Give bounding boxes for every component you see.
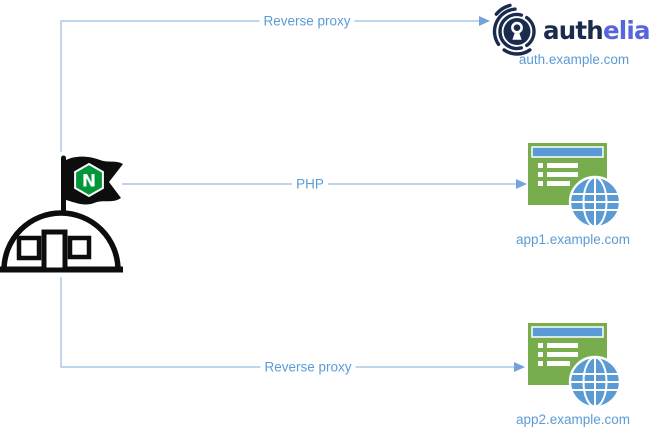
nginx-hexagon (74, 162, 104, 198)
nginx-node: N (0, 155, 130, 282)
authelia-lock-icon (492, 3, 536, 56)
app2-node (527, 321, 622, 414)
keyhole-base (512, 32, 522, 40)
app1-node (527, 141, 622, 234)
authelia-wordmark-auth: auth (543, 16, 604, 45)
authelia-wordmark: authelia (543, 15, 650, 46)
authelia-wordmark-elia: elia (602, 16, 651, 45)
app2-domain-label: app2.example.com (515, 412, 631, 427)
edge-label-php: PHP (292, 176, 328, 192)
app-titlebar (531, 326, 604, 338)
web-app-globe-icon (528, 143, 622, 229)
nginx-tent-flag-icon: N (0, 155, 123, 273)
edge-nginx-app2 (60, 277, 514, 368)
tent-door (41, 229, 68, 273)
arrowhead-authelia-icon (479, 16, 490, 26)
app-list-lines (538, 343, 578, 366)
globe-icon (568, 175, 622, 229)
authelia-node (488, 3, 546, 65)
edge-label-reverse-proxy-auth: Reverse proxy (259, 13, 355, 29)
arrowhead-app2-icon (514, 362, 525, 372)
app-titlebar (531, 146, 604, 158)
nginx-letter: N (82, 172, 96, 192)
edge-nginx-authelia (60, 20, 479, 152)
auth-domain-label: auth.example.com (518, 52, 630, 67)
app1-domain-label: app1.example.com (515, 232, 631, 247)
arrowhead-app1-icon (516, 179, 527, 189)
globe-icon (568, 355, 622, 409)
tent-window-right (67, 235, 92, 260)
edge-label-reverse-proxy-app2: Reverse proxy (260, 359, 356, 375)
web-app-globe-icon (528, 323, 622, 409)
tent-window-left (16, 235, 42, 261)
app-list-lines (538, 163, 578, 186)
